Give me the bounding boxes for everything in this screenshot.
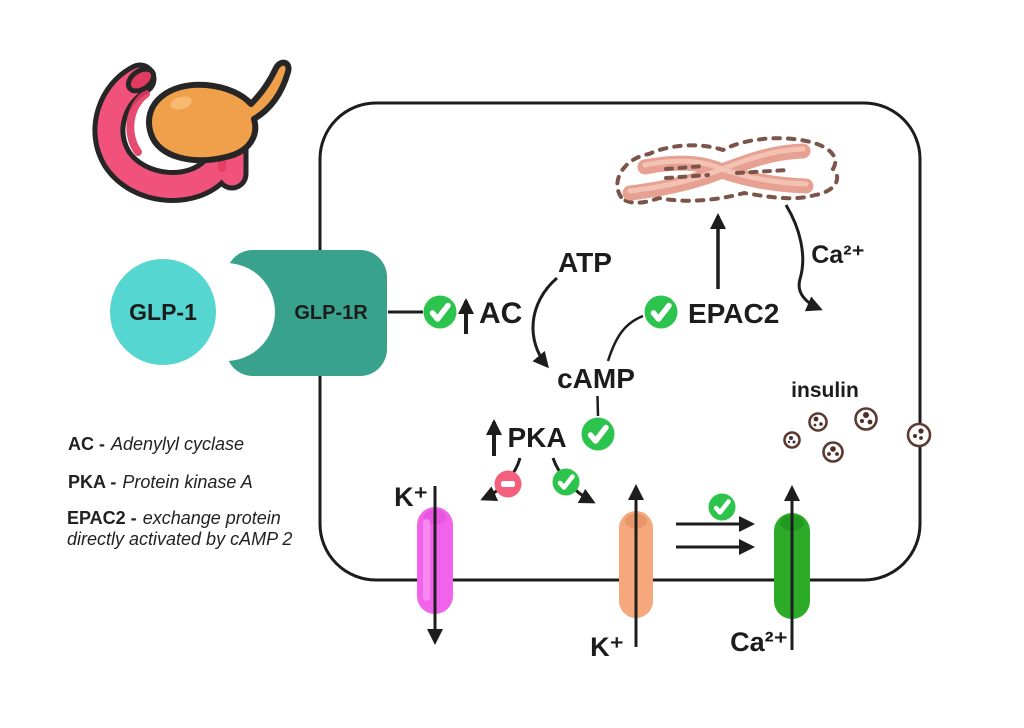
katp-channel-gloss <box>423 519 430 601</box>
legend-term-epac2: EPAC2 - <box>67 508 137 528</box>
er-ribosome-dots <box>664 173 710 180</box>
legend: AC -Adenylyl cyclase PKA - Protein kinase… <box>67 434 292 549</box>
pka-label: PKA <box>507 422 566 453</box>
insulin-label: insulin <box>791 379 859 402</box>
activation-check-icon-ac <box>424 296 457 329</box>
activation-check-icon-camp <box>582 418 615 451</box>
atp-label: ATP <box>558 247 612 278</box>
legend-term-pka: PKA - <box>68 472 116 492</box>
duodenum-opening <box>125 66 157 94</box>
inhibition-minus-icon <box>494 470 522 498</box>
atp-to-camp-arrow <box>531 276 558 369</box>
pancreas-body <box>146 59 292 164</box>
legend-def-epac2-line2: directly activated by cAMP 2 <box>67 529 292 549</box>
epac2-label: EPAC2 <box>688 298 779 329</box>
glp1-ligand <box>110 259 216 365</box>
pancreas-icon <box>92 59 292 203</box>
er-ribosome-dots <box>664 164 706 171</box>
legend-term-ac: AC - <box>68 434 105 454</box>
legend-item-ac: AC -Adenylyl cyclase <box>68 434 244 454</box>
legend-item-epac2: EPAC2 - exchange protein <box>67 508 281 528</box>
endoplasmic-reticulum <box>615 136 840 205</box>
k-top-label: K⁺ <box>394 482 428 512</box>
legend-def-epac2: exchange protein <box>143 508 281 528</box>
activation-check-icon-epac2 <box>645 296 678 329</box>
legend-def-ac: Adenylyl cyclase <box>110 434 244 454</box>
legend-def-pka: Protein kinase A <box>122 472 252 492</box>
k-bottom-label: K⁺ <box>590 632 624 662</box>
er-highlight <box>627 146 806 194</box>
glp1-receptor <box>226 250 387 376</box>
activation-check-icon-pka <box>553 469 580 496</box>
ca-bottom-label: Ca²⁺ <box>730 627 788 657</box>
er-ribosome-dots <box>615 136 840 205</box>
activation-check-icon-ca-channel <box>709 494 736 521</box>
insulin-vesicle-granules <box>787 412 924 456</box>
glp1-ligand-label: GLP-1 <box>129 299 197 325</box>
er-calcium-release-arrow <box>784 204 823 312</box>
er-ribosome-dots <box>735 168 790 175</box>
duodenum-shade <box>126 90 150 156</box>
camp-label: cAMP <box>557 363 635 394</box>
ca-er-label: Ca²⁺ <box>811 241 864 269</box>
legend-item-pka: PKA - Protein kinase A <box>68 472 253 492</box>
pancreas-highlight <box>170 96 192 110</box>
ac-label: AC <box>479 297 522 330</box>
camp-check-connector <box>596 395 600 417</box>
camp-to-epac2-connector <box>606 314 644 362</box>
insulin-vesicle <box>783 407 932 463</box>
glp1-receptor-label: GLP-1R <box>294 302 368 324</box>
glp1-receptor-complex: GLP-1 GLP-1R <box>110 250 387 376</box>
